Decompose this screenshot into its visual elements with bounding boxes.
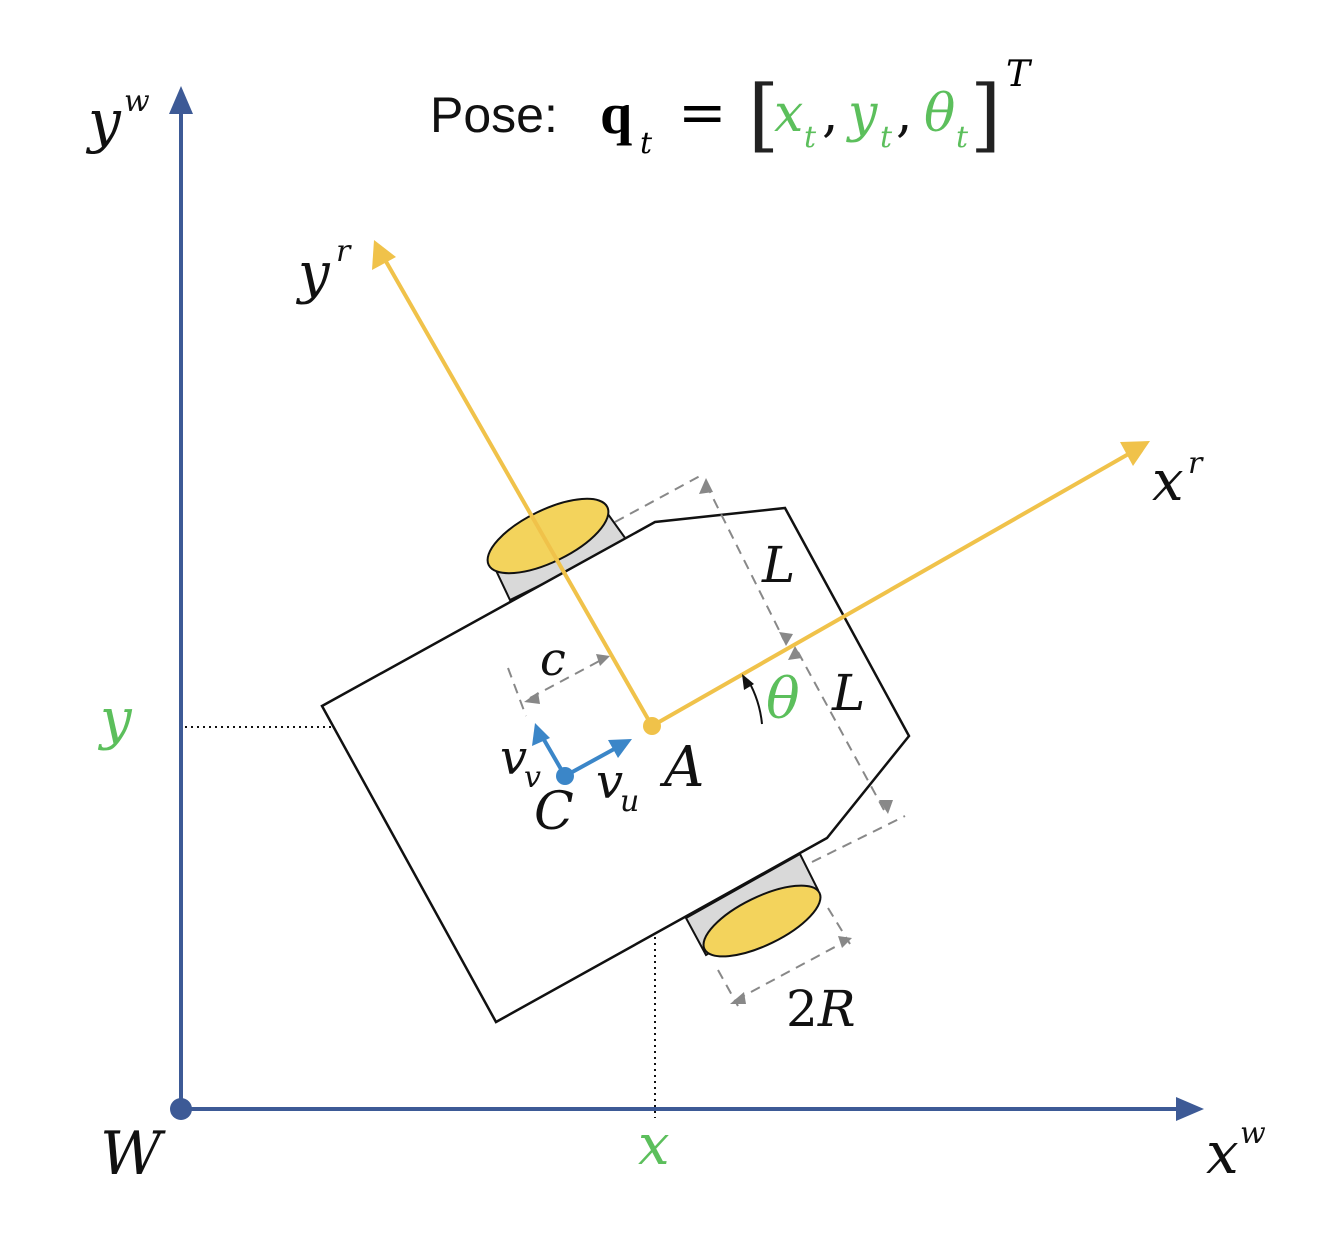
dim-l-arrow-down xyxy=(779,632,793,646)
pose-y-subscript: t xyxy=(880,120,893,155)
pose-y-component: y xyxy=(848,84,878,144)
dim-l-extension-bottom xyxy=(811,815,906,863)
robot-y-axis-superscript: r xyxy=(336,234,351,269)
pose-q-symbol: q xyxy=(600,81,633,146)
offset-c-label: c xyxy=(540,632,566,686)
velocity-v-arrowhead xyxy=(532,723,550,746)
world-frame xyxy=(169,86,1204,1121)
robot-body xyxy=(320,506,911,1024)
pose-theta-component: θ xyxy=(924,84,956,144)
dim-2r xyxy=(735,940,847,1001)
robot-x-axis-label: x xyxy=(1152,449,1184,514)
position-x-label: x xyxy=(638,1113,670,1178)
pose-formula: Pose: q t = [ x t , y t , θ t ] T xyxy=(430,54,1050,168)
robot-y-axis-label: y xyxy=(298,241,330,306)
wheel-diameter-digit: 2 xyxy=(786,980,818,1038)
dim-c-arrow-left xyxy=(524,692,540,704)
point-a-marker xyxy=(643,717,661,735)
dim-l-top xyxy=(705,483,785,641)
wheel-diameter-symbol: R xyxy=(817,980,856,1038)
top-wheel-face xyxy=(486,497,610,575)
pose-prefix: Pose: xyxy=(430,87,558,143)
dim-l2-arrow-down xyxy=(879,800,893,814)
world-y-axis-superscript: w xyxy=(124,84,150,119)
robot-x-axis-superscript: r xyxy=(1188,446,1203,481)
theta-label: θ xyxy=(766,667,800,732)
world-x-axis-label: x xyxy=(1206,1119,1239,1187)
velocity-vectors xyxy=(532,723,632,785)
dim-l-arrow-up xyxy=(699,478,713,494)
point-c-label: C xyxy=(534,782,574,842)
dim-c-arrow-right xyxy=(596,654,610,666)
velocity-v-subscript: v xyxy=(524,760,541,795)
pose-comma-2: , xyxy=(896,84,913,144)
dim-2r-arrow-right xyxy=(838,936,852,948)
robot-x-axis-arrowhead xyxy=(1120,441,1150,466)
world-y-axis-label: y xyxy=(88,87,121,155)
world-y-axis-arrowhead xyxy=(169,86,193,114)
pose-x-component: x xyxy=(774,84,804,144)
pose-transpose: T xyxy=(1006,54,1031,95)
robot-y-axis xyxy=(382,257,654,727)
pose-open-bracket: [ xyxy=(748,68,780,161)
velocity-v-label: v xyxy=(500,730,528,786)
world-x-axis-superscript: w xyxy=(1240,1116,1266,1151)
pose-comma-1: , xyxy=(822,84,839,144)
world-origin-label: W xyxy=(100,1119,162,1189)
dim-l-bottom xyxy=(797,651,885,811)
velocity-u-label: v xyxy=(596,754,624,810)
half-width-l-bottom-label: L xyxy=(832,664,866,722)
dim-c xyxy=(529,657,606,699)
velocity-u-arrowhead xyxy=(608,739,632,758)
bottom-wheel-face xyxy=(702,884,822,958)
top-wheel xyxy=(486,497,630,602)
theta-arc-arrowhead xyxy=(742,674,754,690)
robot-y-axis-arrowhead xyxy=(372,240,396,270)
pose-q-subscript: t xyxy=(640,126,653,161)
world-origin-marker xyxy=(170,1098,192,1120)
dim-2r-arrow-left xyxy=(730,992,746,1004)
dimension-lines xyxy=(507,475,906,1007)
dim-c-ext-left xyxy=(507,667,527,717)
half-width-l-top-label: L xyxy=(762,536,796,594)
robot-frame xyxy=(372,240,1150,735)
velocity-u-vector xyxy=(564,746,617,778)
pose-equals: = xyxy=(678,78,727,146)
wheel-diameter-label: 2R xyxy=(786,984,855,1034)
robot-x-axis xyxy=(651,450,1133,728)
pose-theta-subscript: t xyxy=(956,120,969,155)
velocity-u-subscript: u xyxy=(620,784,640,819)
dimension-arrowheads xyxy=(524,478,893,1004)
point-a-label: A xyxy=(664,735,705,800)
pose-close-bracket: ] xyxy=(970,68,1002,161)
point-c-marker xyxy=(556,767,574,785)
pose-x-subscript: t xyxy=(804,120,817,155)
position-y-label: y xyxy=(100,687,132,752)
dim-l2-arrow-up xyxy=(788,646,802,660)
dim-l-extension-top xyxy=(614,475,701,523)
world-x-axis-arrowhead xyxy=(1176,1097,1204,1121)
